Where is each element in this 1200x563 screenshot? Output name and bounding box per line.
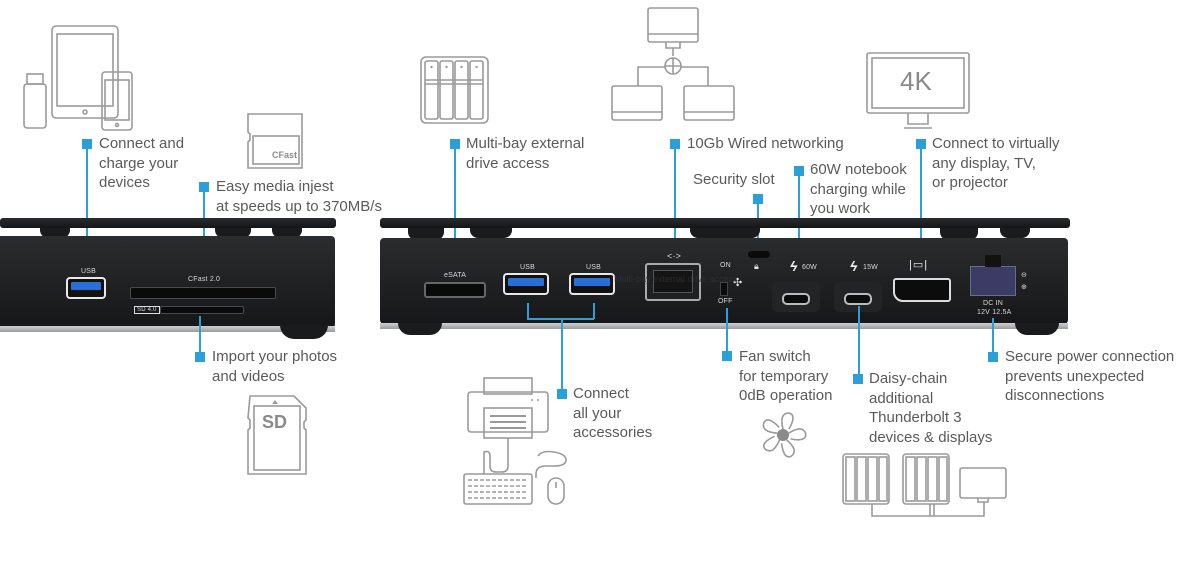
network-leader-line: [674, 149, 676, 249]
callout-devices: Connect and charge your devices: [99, 135, 185, 191]
callout-fan: Fan switch for temporary 0dB operation: [739, 348, 833, 404]
daisy-leader-line: [858, 306, 860, 376]
cfast-slot: [130, 287, 276, 299]
overlay-alt-text: Multi-bay external drive access: [614, 274, 738, 284]
thunderbolt-port-60w: [772, 282, 820, 312]
callout-daisy: Daisy-chain additional Thunderbolt 3 dev…: [869, 370, 993, 446]
displayport-icon: |▭|: [909, 259, 929, 271]
cfast-card-icon: CFast: [246, 112, 304, 172]
sd-label: SD 4.0: [134, 306, 160, 314]
accessories-bracket-left: [527, 303, 529, 319]
security-bullet: [753, 194, 763, 204]
accessories-bullet: [557, 389, 567, 399]
callout-drive: Multi-bay external drive access: [466, 135, 585, 172]
fan-off-label: OFF: [718, 298, 733, 305]
fan-icon: [758, 410, 808, 460]
media-leader-line: [203, 192, 205, 270]
callout-accessories: Connect all your accessories: [573, 385, 653, 441]
callout-media: Easy media injest at speeds up to 370MB/…: [216, 178, 382, 215]
display-leader-line: [920, 149, 922, 255]
network-bullet: [670, 139, 680, 149]
cfast-label: CFast 2.0: [188, 276, 221, 283]
devices-leader-line: [86, 149, 88, 261]
thunderbolt-icon-1: ϟ: [790, 258, 798, 274]
callout-power: Secure power connection prevents unexpec…: [1005, 348, 1175, 404]
devices-illustration: [22, 24, 137, 134]
drive-leader-line: [454, 149, 456, 265]
multi-bay-drive-icon: [420, 56, 490, 126]
charging-leader-line: [798, 176, 800, 246]
fan-on-label: ON: [720, 262, 731, 269]
esata-label: eSATA: [444, 272, 467, 279]
callout-network: 10Gb Wired networking: [687, 135, 844, 152]
callout-security: Security slot: [693, 171, 775, 188]
sd-slot: [160, 306, 244, 314]
devices-bullet: [82, 139, 92, 149]
media-bullet: [199, 182, 209, 192]
fan-glyph-icon: ✣: [733, 277, 743, 289]
power-connector: [970, 255, 1016, 296]
power-leader-line: [992, 318, 994, 354]
network-computers-icon: [610, 6, 740, 126]
usb2-label: USB: [586, 264, 601, 271]
sd-card-icon: SD: [244, 394, 310, 478]
usb1-label: USB: [520, 264, 535, 271]
front-usb-port: [66, 277, 106, 299]
front-usb-label: USB: [81, 268, 96, 275]
photos-bullet: [195, 352, 205, 362]
lock-icon: 🔒︎: [754, 261, 759, 271]
ethernet-port: [645, 263, 701, 301]
rear-usb-port-1: [503, 273, 549, 295]
charging-bullet: [794, 166, 804, 176]
printer-keyboard-mouse-icon: [462, 376, 582, 511]
tb1-label: 60W: [802, 264, 817, 271]
photos-leader-line: [199, 316, 201, 352]
power-bullet: [988, 352, 998, 362]
fan-switch[interactable]: [720, 282, 728, 296]
esata-port: [424, 282, 486, 298]
callout-charging: 60W notebook charging while you work: [810, 161, 907, 217]
callout-display: Connect to virtually any display, TV, or…: [932, 135, 1060, 191]
thunderbolt-icon-2: ϟ: [850, 258, 858, 274]
dc-rating-label: 12V 12.5A: [977, 309, 1012, 316]
polarity-minus-icon: ⊖: [1021, 272, 1028, 279]
monitor-4k-label: 4K: [900, 66, 932, 96]
daisy-chain-devices-icon: [842, 452, 1010, 522]
security-slot: [748, 251, 770, 258]
cfast-card-label: CFast: [272, 150, 298, 160]
displayport-port: [893, 278, 951, 302]
display-bullet: [916, 139, 926, 149]
polarity-plus-icon: ⊕: [1021, 284, 1028, 291]
rear-usb-port-2: [569, 273, 615, 295]
dc-in-label: DC IN: [983, 300, 1004, 307]
accessories-leader-line: [561, 318, 563, 394]
accessories-bracket-right: [593, 303, 595, 319]
callout-photos: Import your photos and videos: [212, 348, 338, 385]
usb-tablet-phone-icon: [23, 25, 133, 131]
monitor-4k-icon: 4K: [866, 52, 972, 132]
sd-card-label: SD: [262, 412, 288, 432]
fan-leader-line: [726, 308, 728, 354]
tb2-label: 15W: [863, 264, 878, 271]
daisy-bullet: [853, 374, 863, 384]
drive-bullet: [450, 139, 460, 149]
fan-bullet: [722, 351, 732, 361]
ethernet-glyph: <·>: [667, 251, 682, 261]
accessories-bracket: [527, 318, 594, 320]
